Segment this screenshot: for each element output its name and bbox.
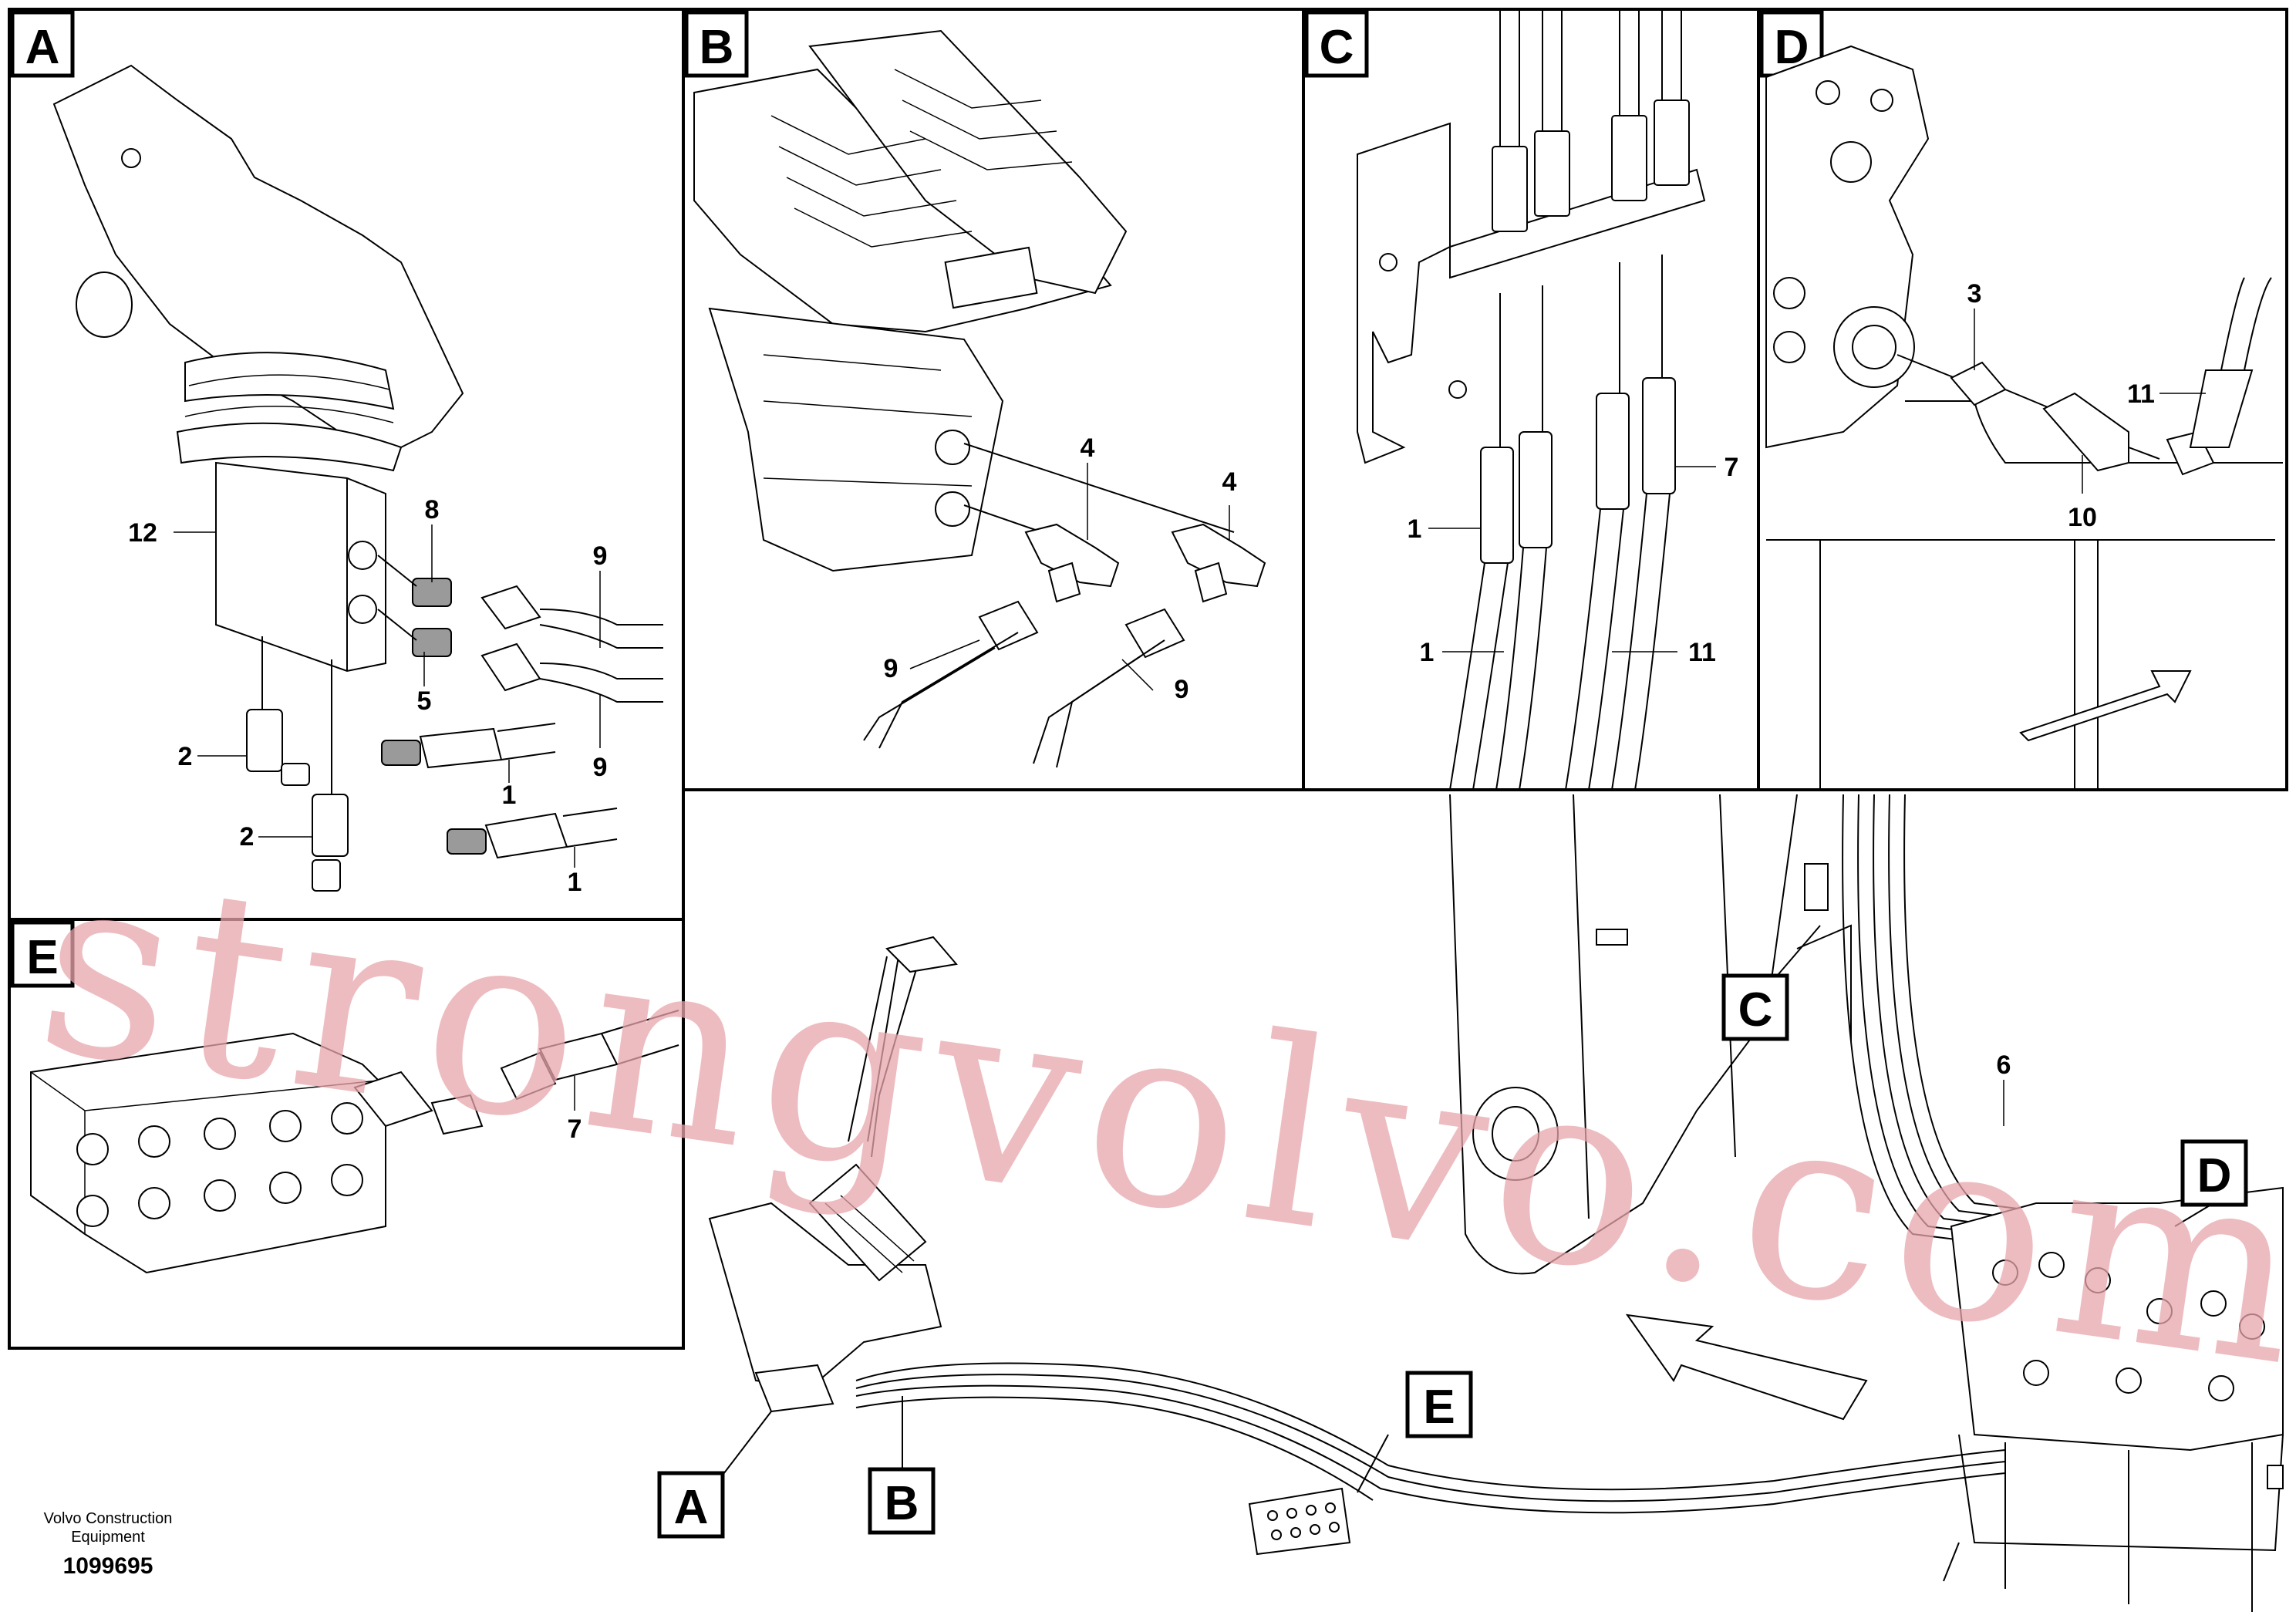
company-line-1: Volvo Construction	[44, 1510, 173, 1527]
manifold-block-e	[30, 1032, 386, 1274]
callout-12: 12	[128, 518, 157, 548]
hose-7	[1642, 377, 1676, 494]
label-c-box	[1721, 973, 1789, 1041]
bracket	[1357, 122, 1451, 464]
callout-9-left: 9	[884, 654, 899, 683]
company-line-2: Equipment	[71, 1529, 145, 1546]
panel-e-letter: E	[26, 931, 58, 984]
hose-1b	[1519, 431, 1553, 548]
label-d: D	[2197, 1149, 2232, 1202]
panel-a: A	[8, 8, 685, 921]
label-e-box	[1405, 1371, 1473, 1438]
callout-9-lower: 9	[593, 753, 608, 782]
callout-7-e: 7	[568, 1114, 582, 1144]
callout-9-upper: 9	[593, 541, 608, 571]
panel-d: D 3 11 10	[1757, 8, 2288, 791]
fitting-5	[412, 628, 452, 657]
callout-3: 3	[1967, 279, 1982, 309]
hose-1a	[1480, 447, 1514, 564]
callout-1-upper: 1	[502, 781, 517, 810]
tee-fitting-2b	[312, 794, 349, 857]
panel-c-letter: C	[1320, 21, 1354, 74]
direction-arrow-overview	[1625, 1313, 1868, 1421]
callout-2-lower: 2	[240, 822, 255, 851]
callout-2-upper: 2	[178, 742, 193, 771]
label-b-box	[868, 1467, 936, 1535]
callout-11-d: 11	[2127, 379, 2155, 409]
hose-11	[1596, 393, 1630, 510]
callout-6: 6	[1997, 1050, 2011, 1080]
panel-b: B	[682, 8, 1305, 791]
valve-housing	[708, 307, 1004, 572]
pedal-bellows	[184, 352, 395, 410]
callout-1-lower-c: 1	[1420, 638, 1435, 667]
tee-fitting-4-left	[1024, 523, 1120, 588]
callout-4-left: 4	[1081, 433, 1095, 463]
pedal-plate	[52, 64, 464, 449]
callout-11-c: 11	[1688, 638, 1716, 667]
pedal-hole	[121, 148, 141, 168]
callout-7-c: 7	[1725, 453, 1739, 482]
callout-1-upper-c: 1	[1408, 514, 1422, 544]
tee-fitting-2a	[246, 709, 283, 772]
label-e: E	[1423, 1381, 1455, 1434]
panel-a-letter: A	[25, 21, 60, 74]
callout-4-right: 4	[1222, 467, 1237, 497]
manifold-ports	[76, 1102, 363, 1227]
label-a: A	[674, 1481, 709, 1534]
callout-8: 8	[425, 495, 440, 524]
pedal-knob	[76, 271, 133, 338]
tee-fitting-4-right	[1171, 523, 1266, 588]
drawing-number: 1099695	[63, 1553, 153, 1579]
callout-1-lower: 1	[568, 868, 582, 897]
manifold-e-overview	[1248, 1487, 1351, 1556]
callout-5: 5	[417, 686, 432, 716]
callout-10: 10	[2068, 503, 2097, 532]
fitting-8	[412, 578, 452, 607]
footer: Volvo Construction Equipment 1099695	[44, 1510, 173, 1579]
panel-b-letter: B	[700, 21, 734, 74]
panel-c: C	[1302, 8, 1760, 791]
overview-drawing: C D A B E 6	[657, 794, 2284, 1612]
label-c: C	[1738, 983, 1773, 1037]
label-d-box	[2180, 1139, 2248, 1207]
callout-9-right: 9	[1175, 675, 1189, 704]
direction-arrow-d	[2019, 670, 2192, 742]
label-a-box	[657, 1471, 725, 1539]
label-b: B	[885, 1477, 919, 1530]
panel-e: E 7	[8, 918, 685, 1350]
